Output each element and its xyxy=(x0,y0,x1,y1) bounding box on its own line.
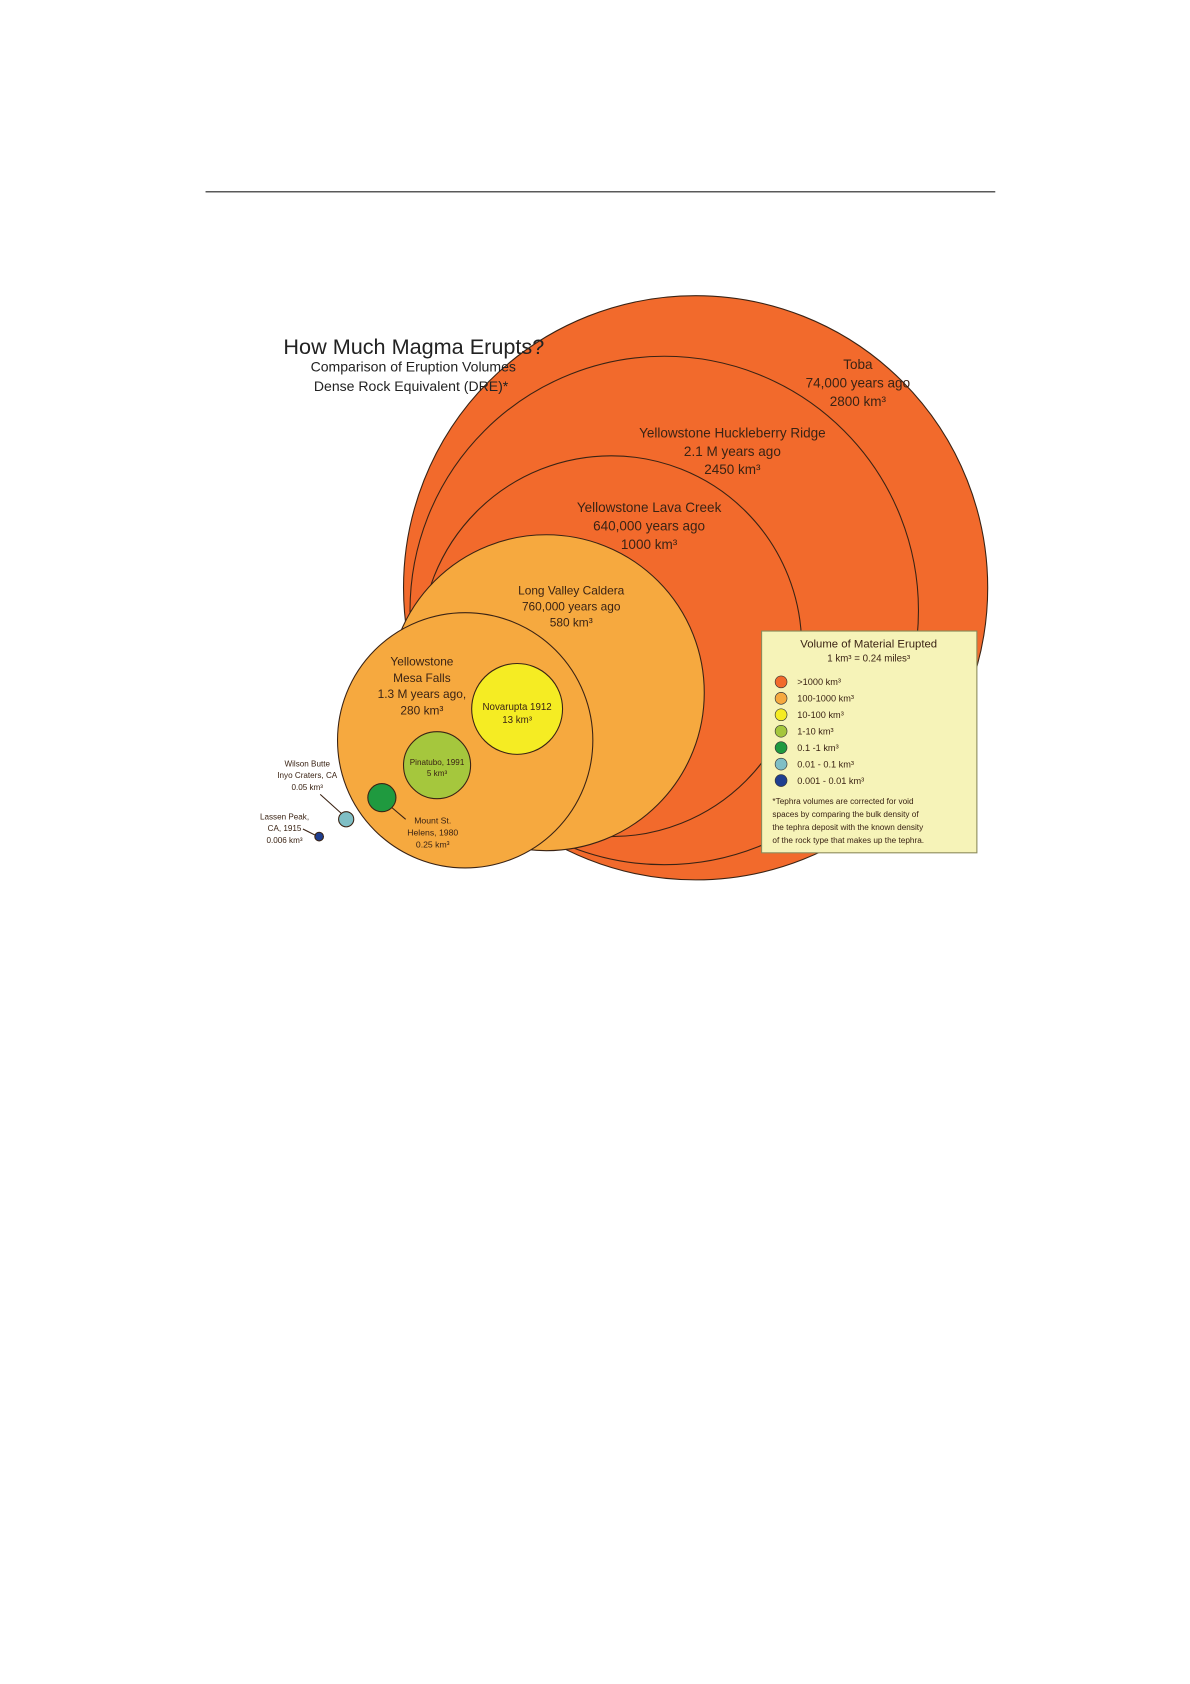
legend-label: 1-10 km³ xyxy=(797,726,833,736)
bubble-label: Lassen Peak, xyxy=(260,812,309,821)
legend-swatch xyxy=(774,741,788,754)
bubble-label: 0.25 km³ xyxy=(416,839,450,849)
eruption-bubble-pinatubo-1991 xyxy=(402,731,472,800)
legend-swatch xyxy=(774,724,788,738)
bubble-label: Mesa Falls xyxy=(393,671,451,685)
bubble-label: Yellowstone Lava Creek xyxy=(577,500,722,515)
leader-line xyxy=(319,793,343,815)
legend-label: 0.1 -1 km³ xyxy=(797,743,838,753)
bubble-label: 0.006 km³ xyxy=(266,836,302,845)
leader-line xyxy=(391,806,407,820)
bubble-label: 0.05 km³ xyxy=(291,783,323,792)
bubble-label: 580 km³ xyxy=(550,616,593,630)
bubble-label: Mount St. xyxy=(414,816,451,826)
bubble-label: 13 km³ xyxy=(502,715,532,726)
legend-swatch xyxy=(774,675,788,689)
bubble-label: Wilson Butte xyxy=(284,759,330,768)
legend-box xyxy=(761,630,978,854)
bubble-label: Novarupta 1912 xyxy=(483,702,552,713)
bubble-label: Pinatubo, 1991 xyxy=(410,758,465,767)
legend-label: 100-1000 km³ xyxy=(797,694,854,704)
bubble-label: 2800 km³ xyxy=(830,394,887,409)
eruption-bubble-yellowstone-mesa-falls xyxy=(336,612,594,869)
bubble-label: 74,000 years ago xyxy=(806,376,910,391)
bubble-label: 2450 km³ xyxy=(704,462,761,477)
legend-label: >1000 km³ xyxy=(797,677,841,687)
legend: Volume of Material Erupted 1 km³ = 0.24 … xyxy=(761,630,978,854)
legend-label: 0.001 - 0.01 km³ xyxy=(797,776,864,786)
legend-label: 10-100 km³ xyxy=(797,710,843,720)
bubble-label: 760,000 years ago xyxy=(522,599,621,613)
eruption-bubble-lassen-peak-ca-1915 xyxy=(314,831,325,842)
bubble-label: 2.1 M years ago xyxy=(684,444,781,459)
chart-subtitle-1: Comparison of Eruption Volumes xyxy=(311,358,516,374)
bubble-label: Yellowstone xyxy=(390,655,453,669)
legend-swatch xyxy=(774,692,788,705)
chart-title: How Much Magma Erupts? xyxy=(283,334,544,359)
legend-footnote: *Tephra volumes are corrected for void xyxy=(772,797,914,806)
chart-subtitle-2: Dense Rock Equivalent (DRE)* xyxy=(314,378,509,394)
bubble-label: Toba xyxy=(843,357,873,372)
legend-swatch xyxy=(774,757,788,771)
legend-swatch xyxy=(774,774,788,787)
legend-conversion: 1 km³ = 0.24 miles³ xyxy=(827,653,911,664)
legend-label: 0.01 - 0.1 km³ xyxy=(797,759,854,769)
bubble-label: CA, 1915 xyxy=(268,824,302,833)
bubble-label: Inyo Craters, CA xyxy=(277,771,338,780)
bubble-label: 1.3 M years ago, xyxy=(378,687,467,701)
eruption-bubble-wilson-butte-inyo-craters-ca xyxy=(338,811,355,828)
legend-title: Volume of Material Erupted xyxy=(800,638,937,650)
legend-footnote: spaces by comparing the bulk density of xyxy=(772,810,919,819)
bubble-label: Yellowstone Huckleberry Ridge xyxy=(639,425,826,440)
legend-swatch xyxy=(774,708,788,722)
eruption-bubble-mount-st-helens-1980 xyxy=(367,783,397,813)
bubble-label: 280 km³ xyxy=(400,703,443,717)
bubble-label: Helens, 1980 xyxy=(407,828,458,838)
bubble-label: Long Valley Caldera xyxy=(518,583,625,597)
legend-footnote: the tephra deposit with the known densit… xyxy=(772,823,924,832)
eruption-bubble-novarupta-1912 xyxy=(471,662,564,755)
bubble-label: 1000 km³ xyxy=(621,537,678,552)
bubble-label: 640,000 years ago xyxy=(593,518,705,533)
bubble-label: 5 km³ xyxy=(427,769,448,778)
legend-footnote: of the rock type that makes up the tephr… xyxy=(772,836,924,845)
leader-line xyxy=(302,828,317,836)
